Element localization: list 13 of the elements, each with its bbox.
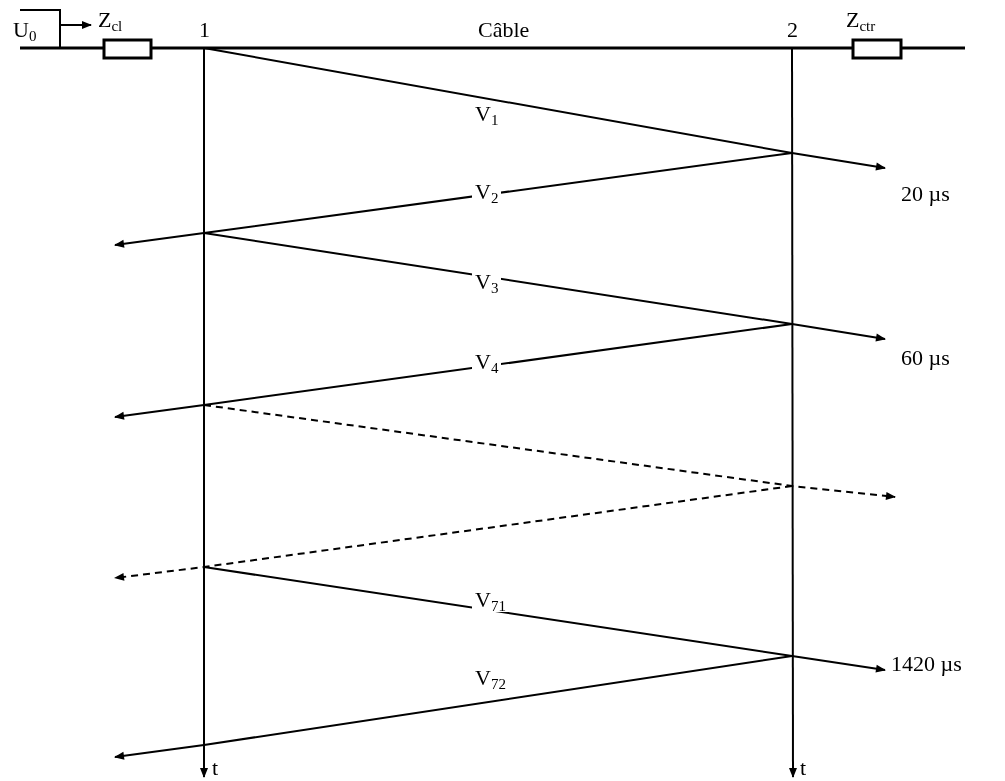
time-label: 60 µs bbox=[900, 346, 951, 370]
wave-label: V$_{1}$ bbox=[472, 102, 502, 126]
cable-label: Câble bbox=[477, 18, 531, 42]
axis-label: t bbox=[211, 756, 220, 780]
symbol-label: U$_{0}$ bbox=[12, 18, 38, 42]
axis-label: t bbox=[799, 756, 808, 780]
symbol-label: Z$_{cl}$ bbox=[97, 8, 124, 32]
symbol-label: Z$_{ctr}$ bbox=[845, 8, 877, 32]
node-number: 2 bbox=[786, 18, 799, 42]
node-number: 1 bbox=[198, 18, 211, 42]
wave-label: V$_{3}$ bbox=[472, 270, 502, 294]
time-label: 20 µs bbox=[900, 182, 951, 206]
time-label: 1420 µs bbox=[890, 652, 963, 676]
